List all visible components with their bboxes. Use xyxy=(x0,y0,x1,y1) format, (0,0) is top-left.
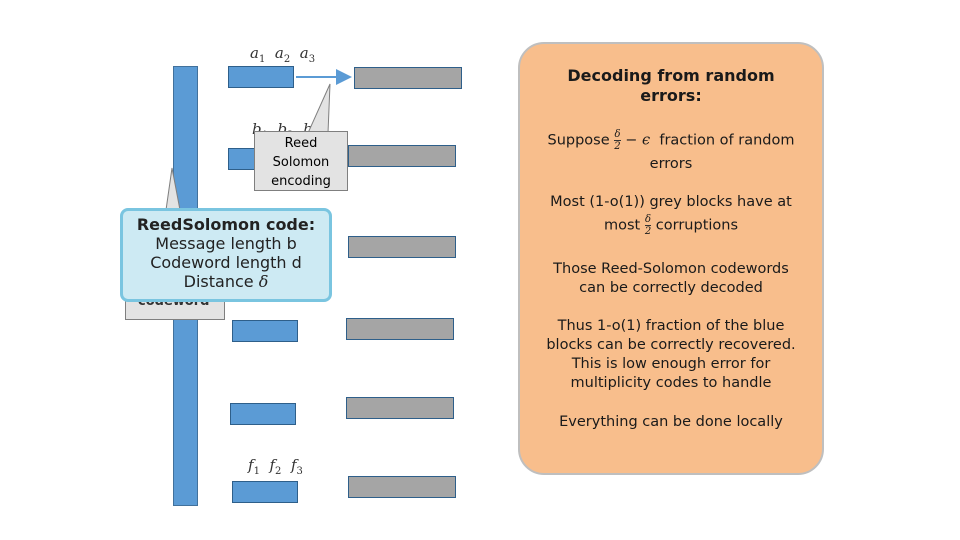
row-f-labels: f1 f2 f3 xyxy=(248,456,303,477)
rs-code-distance: Distance δ xyxy=(183,272,269,291)
blue-block-a xyxy=(228,66,294,88)
panel-p4-line2: blocks can be correctly recovered. xyxy=(546,337,796,353)
panel-p4-line1: Thus 1-o(1) fraction of the blue xyxy=(557,318,785,334)
rs-callout-line1: Reed xyxy=(284,136,318,151)
rs-callout-line3: encoding xyxy=(271,174,331,189)
decoding-panel xyxy=(518,42,824,475)
panel-p1-line2: errors xyxy=(649,156,693,172)
panel-title-line1: Decoding from random xyxy=(567,66,775,85)
rs-code-codeword-length: Codeword length d xyxy=(150,253,302,272)
grey-block-d xyxy=(346,318,454,340)
symbol-a2: a2 xyxy=(274,44,291,65)
rs-code-title: ReedSolomon code: xyxy=(136,215,316,234)
panel-p3-line2: can be correctly decoded xyxy=(579,280,763,296)
rs-code-info-box: ReedSolomon code: Message length b Codew… xyxy=(120,208,332,302)
blue-block-d xyxy=(232,320,298,342)
grey-block-c xyxy=(348,236,456,258)
panel-p4-line4: multiplicity codes to handle xyxy=(570,375,772,391)
rs-encoding-callout: Reed Solomon encoding xyxy=(254,131,348,191)
blue-block-e xyxy=(230,403,296,425)
panel-p3-line1: Those Reed-Solomon codewords xyxy=(553,261,789,277)
panel-p5: Everything can be done locally xyxy=(559,414,783,430)
rs-code-message-length: Message length b xyxy=(155,234,297,253)
grey-block-b xyxy=(348,145,456,167)
symbol-f1: f1 xyxy=(248,456,260,477)
panel-title-line2: errors: xyxy=(640,86,702,105)
grey-block-e xyxy=(346,397,454,419)
rs-callout-pointer xyxy=(307,83,331,134)
symbol-a3: a3 xyxy=(299,44,316,65)
panel-p4-line3: This is low enough error for xyxy=(571,356,771,372)
symbol-a1: a1 xyxy=(250,44,266,65)
grey-block-f xyxy=(348,476,456,498)
blue-block-f xyxy=(232,481,298,503)
row-a-labels: a1 a2 a3 xyxy=(250,44,315,65)
panel-p2-line1: Most (1-o(1)) grey blocks have at xyxy=(550,194,792,210)
rs-callout-line2: Solomon xyxy=(272,155,330,170)
symbol-f3: f3 xyxy=(290,456,303,477)
symbol-f2: f2 xyxy=(269,456,282,477)
grey-block-a xyxy=(354,67,462,89)
